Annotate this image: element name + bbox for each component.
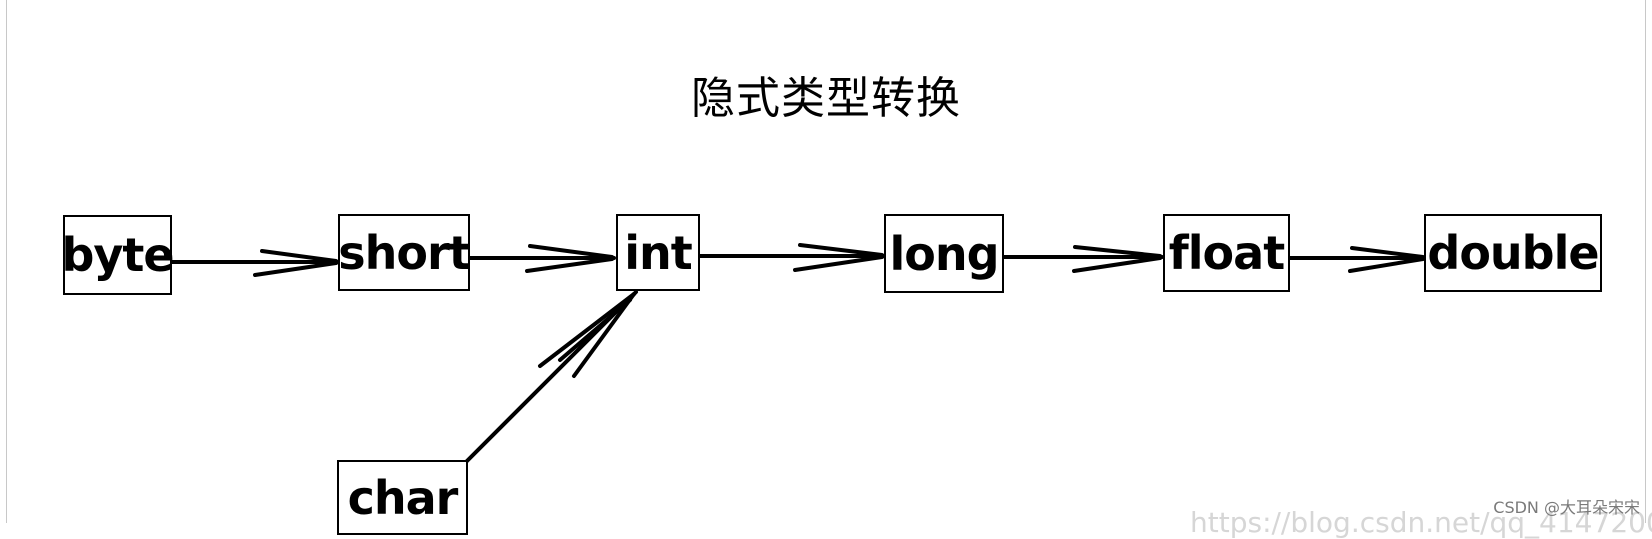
node-int: int <box>616 214 700 291</box>
node-double: double <box>1424 214 1602 292</box>
arrow-short-to-int <box>468 244 616 273</box>
diagram-title: 隐式类型转换 <box>691 73 961 124</box>
canvas-frame <box>6 0 1646 523</box>
arrow-char-to-int <box>464 290 638 464</box>
node-long: long <box>884 214 1004 293</box>
arrow-float-to-double <box>1288 246 1427 273</box>
node-float: float <box>1163 214 1290 292</box>
csdn-watermark: CSDN @大耳朵宋宋 <box>1493 498 1640 517</box>
arrow-byte-to-short <box>170 249 340 277</box>
arrows-layer <box>170 243 1427 464</box>
node-byte: byte <box>61 215 175 295</box>
node-char: char <box>337 460 468 535</box>
node-short: short <box>338 214 471 291</box>
arrow-long-to-float <box>1002 245 1164 273</box>
arrow-int-to-long <box>698 243 886 272</box>
